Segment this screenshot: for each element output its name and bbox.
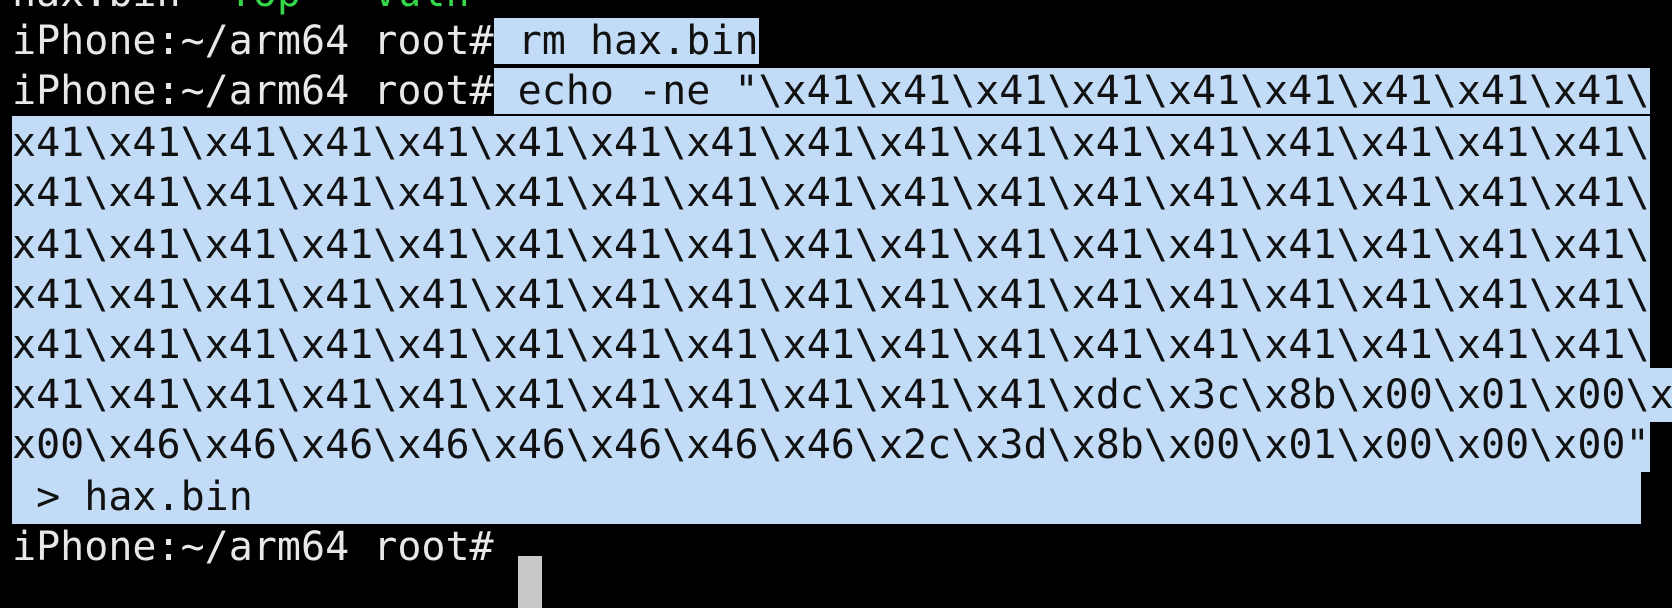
command-rm[interactable]: rm hax.bin [493,18,759,64]
terminal-line-rm: iPhone:~/arm64 root# rm hax.bin [12,14,759,68]
terminal-line-partial: hax.bin Top Vuln [12,0,470,20]
payload-line[interactable]: x41\x41\x41\x41\x41\x41\x41\x41\x41\x41\… [12,116,1650,170]
text-cursor [518,556,542,608]
shell-prompt: iPhone:~/arm64 root# [12,18,494,64]
partial-filename: hax.bin [12,0,181,16]
partial-col-vuln: Vuln [373,0,469,16]
payload-line[interactable]: x00\x46\x46\x46\x46\x46\x46\x46\x46\x2c\… [12,418,1650,472]
terminal-line-echo: iPhone:~/arm64 root#echo -ne "\x41\x41\x… [12,64,1650,118]
command-echo[interactable]: echo -ne "\x41\x41\x41\x41\x41\x41\x41\x… [493,68,1650,114]
partial-col-top: Top [229,0,301,16]
payload-line[interactable]: x41\x41\x41\x41\x41\x41\x41\x41\x41\x41\… [12,218,1650,272]
payload-line[interactable]: x41\x41\x41\x41\x41\x41\x41\x41\x41\x41\… [12,318,1650,372]
payload-line[interactable]: x41\x41\x41\x41\x41\x41\x41\x41\x41\x41\… [12,166,1650,220]
redirect-line[interactable]: > hax.bin [12,470,1641,524]
shell-prompt: iPhone:~/arm64 root# [12,68,494,114]
payload-line[interactable]: x41\x41\x41\x41\x41\x41\x41\x41\x41\x41\… [12,268,1650,322]
terminal-line-current: iPhone:~/arm64 root# [12,520,518,574]
shell-prompt: iPhone:~/arm64 root# [12,524,518,570]
payload-line[interactable]: x41\x41\x41\x41\x41\x41\x41\x41\x41\x41\… [12,368,1672,422]
